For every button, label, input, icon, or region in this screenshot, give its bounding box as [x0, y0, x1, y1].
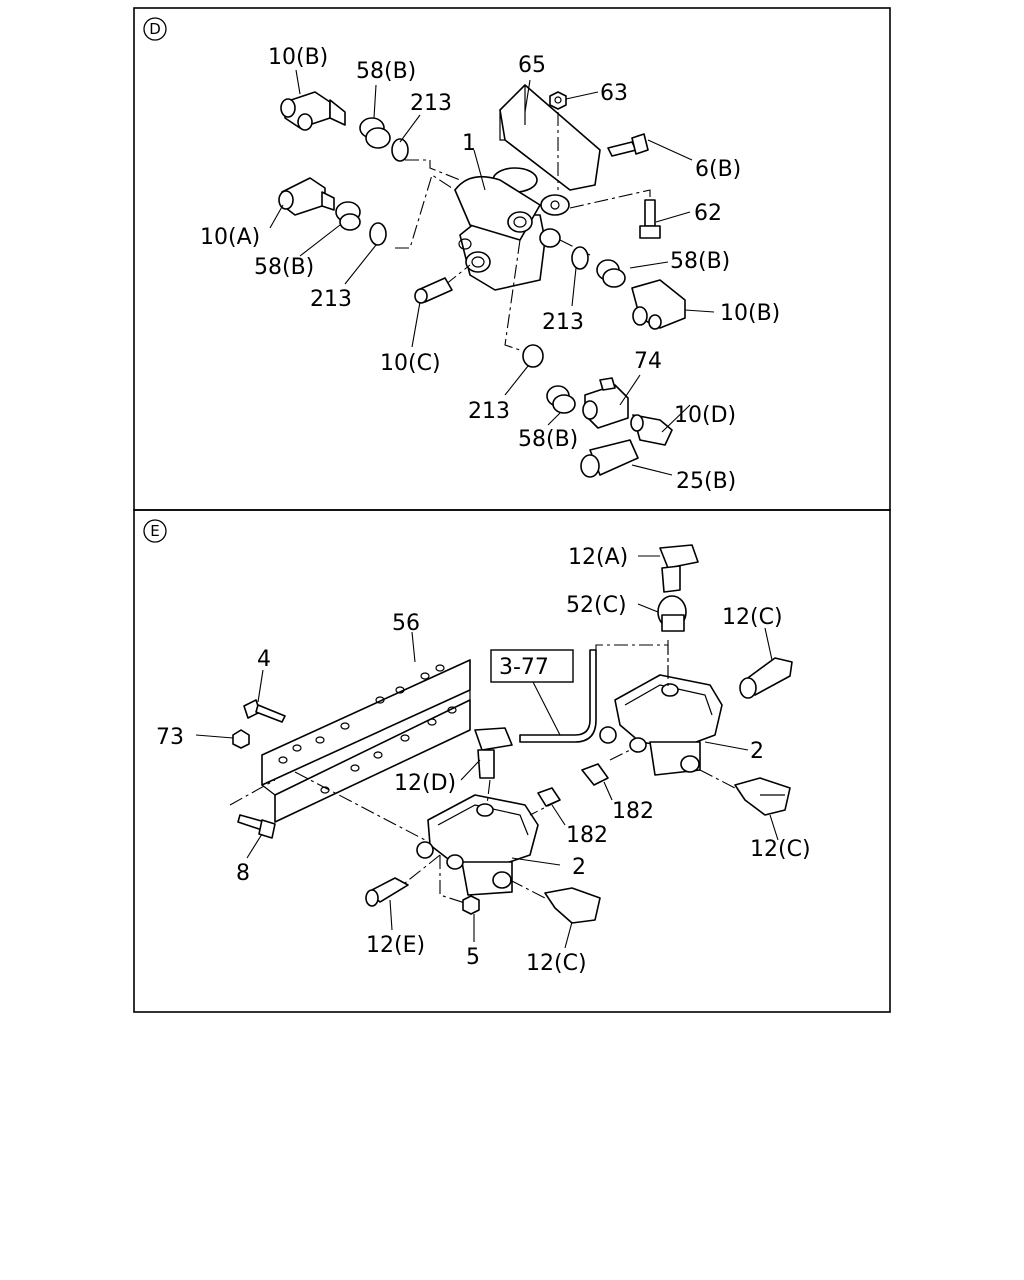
relay-valve-2-right	[599, 674, 723, 776]
fitting-12c-bottom	[544, 887, 601, 924]
panel-d-marker: D	[143, 17, 167, 41]
plug-182-mid	[537, 787, 561, 807]
fitting-12e	[365, 877, 409, 907]
bolt-6b	[607, 133, 649, 157]
plug-58b-left	[335, 201, 361, 231]
label-12c-bottom: 12(C)	[526, 951, 587, 976]
label-213-right: 213	[542, 310, 584, 335]
plug-58b-top	[359, 117, 391, 149]
label-58b-top: 58(B)	[356, 59, 416, 84]
svg-text:E: E	[150, 522, 159, 540]
label-2-left: 2	[572, 855, 586, 880]
plug-58b-bottom	[546, 385, 576, 414]
panel-e-drawing: 12(A) 52(C) 12(C) 56 4 3-77 73 2 12(D) 1…	[156, 544, 811, 976]
washer-213-right	[571, 246, 589, 270]
panel-e-frame	[133, 509, 891, 1013]
label-10b-right: 10(B)	[720, 301, 780, 326]
label-5: 5	[466, 945, 480, 970]
plug-182-right	[581, 763, 609, 786]
fitting-10c	[414, 277, 453, 304]
label-2-right: 2	[750, 739, 764, 764]
nut-73	[232, 729, 250, 749]
nut-63	[549, 91, 567, 110]
valve-body-1	[454, 167, 570, 291]
label-10d: 10(D)	[674, 403, 736, 428]
label-25b: 25(B)	[676, 469, 736, 494]
cap-52c	[657, 595, 687, 632]
label-4: 4	[257, 647, 271, 672]
fitting-10a	[278, 177, 335, 216]
label-8: 8	[236, 861, 250, 886]
label-63: 63	[600, 81, 628, 106]
fitting-12c-right	[734, 777, 791, 816]
label-12d: 12(D)	[394, 771, 456, 796]
label-62: 62	[694, 201, 722, 226]
label-182-mid: 182	[566, 823, 608, 848]
washer-213-left	[369, 222, 387, 246]
fitting-12a	[659, 544, 699, 593]
fitting-10d	[630, 414, 673, 446]
label-10a: 10(A)	[200, 225, 260, 250]
label-213-top: 213	[410, 91, 452, 116]
label-52c: 52(C)	[566, 593, 627, 618]
label-58b-right: 58(B)	[670, 249, 730, 274]
label-12c-top: 12(C)	[722, 605, 783, 630]
label-10b-top: 10(B)	[268, 45, 328, 70]
label-73: 73	[156, 725, 184, 750]
label-65: 65	[518, 53, 546, 78]
label-12e: 12(E)	[366, 933, 425, 958]
bracket-56	[261, 659, 471, 823]
label-58b-left: 58(B)	[254, 255, 314, 280]
label-ref-3-77: 3-77	[499, 655, 549, 680]
bolt-62	[639, 199, 661, 239]
label-6b: 6(B)	[695, 157, 741, 182]
washer-213-top	[391, 138, 409, 162]
label-12a: 12(A)	[568, 545, 628, 570]
label-213-bottom: 213	[468, 399, 510, 424]
label-213-left: 213	[310, 287, 352, 312]
label-58b-bottom: 58(B)	[518, 427, 578, 452]
fitting-12c-top	[739, 657, 793, 699]
plug-58b-right	[596, 259, 626, 288]
fitting-10b-top	[280, 91, 346, 131]
fitting-12d	[474, 727, 513, 779]
relay-valve-2-left	[416, 794, 539, 896]
nut-5	[462, 895, 480, 915]
bolt-4	[243, 699, 286, 723]
label-74: 74	[634, 349, 662, 374]
switch-25b	[580, 439, 639, 478]
fitting-10b-right	[631, 279, 686, 330]
washer-213-bottom	[522, 344, 544, 368]
label-1: 1	[462, 131, 476, 156]
svg-text:D: D	[149, 20, 161, 38]
panel-e-marker: E	[143, 519, 167, 543]
bolt-8	[237, 814, 276, 839]
label-12c-right: 12(C)	[750, 837, 811, 862]
label-10c: 10(C)	[380, 351, 441, 376]
reference-box	[490, 649, 574, 683]
tee-fitting-74	[582, 377, 629, 429]
panel-d-drawing: 10(B) 58(B) 213 1 65 63 6(B) 62 10(A) 58…	[200, 45, 780, 494]
label-56: 56	[392, 611, 420, 636]
label-182-right: 182	[612, 799, 654, 824]
